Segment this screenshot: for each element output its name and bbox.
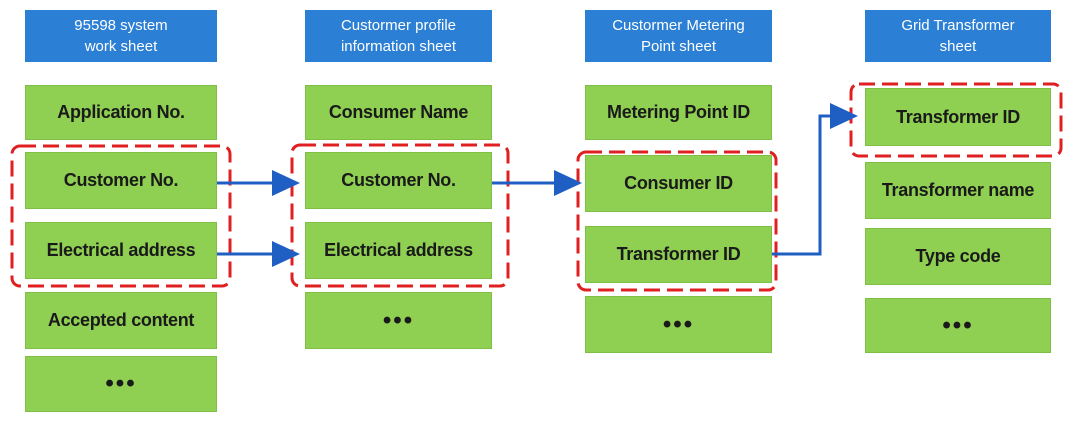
field-type-code: Type code [865,228,1051,285]
highlight-box-profile-keys [290,143,510,288]
metering-point-header: Custormer Metering Point sheet [585,10,772,62]
highlight-box-worksheet-keys [10,144,232,288]
arrow-electrical-address [217,241,300,267]
arrow-customer-no [217,170,300,196]
header-line: information sheet [340,38,457,55]
header-line: 95598 system [74,17,168,34]
header-line: Custormer profile [340,17,457,34]
field-more: ••• [25,356,217,412]
field-consumer-id: Consumer ID [585,155,772,212]
arrow-consumer-id [492,170,582,196]
field-accepted-content: Accepted content [25,292,217,349]
highlight-box-metering-keys [576,150,778,292]
field-customer-no: Customer No. [25,152,217,209]
header-line: sheet [939,38,977,55]
field-transformer-id: Transformer ID [585,226,772,283]
field-application-no: Application No. [25,85,217,140]
field-metering-point-id: Metering Point ID [585,85,772,140]
header-line: work sheet [84,38,158,55]
field-electrical-address: Electrical address [25,222,217,279]
field-transformer-id: Transformer ID [865,88,1051,146]
customer-profile-header: Custormer profile information sheet [305,10,492,62]
work-sheet-header: 95598 system work sheet [25,10,217,62]
header-line: Point sheet [640,38,717,55]
field-more: ••• [585,296,772,353]
field-more: ••• [865,298,1051,353]
field-customer-no: Customer No. [305,152,492,209]
field-electrical-address: Electrical address [305,222,492,279]
header-line: Grid Transformer [901,17,1015,34]
grid-transformer-header: Grid Transformer sheet [865,10,1051,62]
field-transformer-name: Transformer name [865,162,1051,219]
field-consumer-name: Consumer Name [305,85,492,140]
field-more: ••• [305,292,492,349]
header-line: Custormer Metering [612,17,745,34]
arrow-transformer-id [772,103,858,256]
highlight-box-transformer-key [849,82,1063,158]
